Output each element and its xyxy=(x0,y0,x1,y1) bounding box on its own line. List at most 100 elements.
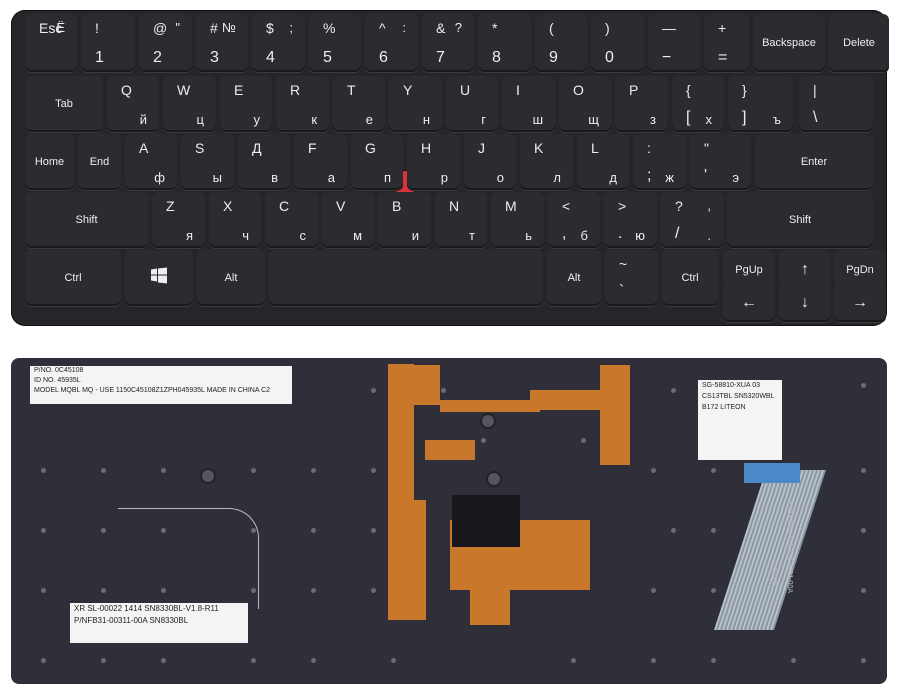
key-legend: X xyxy=(223,198,233,214)
mounting-hole xyxy=(41,528,46,533)
mounting-hole xyxy=(161,528,166,533)
key[interactable]: → xyxy=(834,284,886,322)
key[interactable]: End xyxy=(78,134,121,190)
flex-cable xyxy=(470,585,510,625)
key[interactable]: |\ xyxy=(799,76,873,132)
key[interactable]: Tab xyxy=(25,76,103,132)
key[interactable]: Home xyxy=(25,134,74,190)
key[interactable]: :;ж xyxy=(633,134,686,190)
key-legend: е xyxy=(365,112,373,127)
key[interactable]: <,б xyxy=(548,192,600,248)
key[interactable]: >.ю xyxy=(604,192,657,248)
key-legend: ? xyxy=(454,20,462,35)
key[interactable]: @"2 xyxy=(139,14,192,72)
key-legend: { xyxy=(686,82,691,98)
key[interactable]: Shift xyxy=(727,192,873,248)
key-legend: M xyxy=(505,198,517,214)
key-legend: R xyxy=(290,82,301,98)
key[interactable]: Alt xyxy=(197,250,265,306)
key[interactable]: PgDn xyxy=(834,250,886,290)
key[interactable]: Ctrl xyxy=(25,250,121,306)
key[interactable]: Shift xyxy=(25,192,148,248)
key[interactable]: ?,/. xyxy=(661,192,723,248)
key[interactable]: }]ъ xyxy=(728,76,793,132)
key-legend: Shift xyxy=(75,214,98,226)
label-line: P/NO. 0C45108 xyxy=(34,367,84,374)
key[interactable]: Delete xyxy=(829,14,889,72)
key[interactable]: Backspace xyxy=(753,14,825,72)
key[interactable]: ↓ xyxy=(779,284,831,322)
key[interactable]: !1 xyxy=(81,14,135,72)
key[interactable]: —− xyxy=(648,14,700,72)
key[interactable]: ← xyxy=(723,284,775,322)
key-legend: F xyxy=(308,140,317,156)
key[interactable]: $;4 xyxy=(252,14,305,72)
key[interactable]: (9 xyxy=(535,14,587,72)
key[interactable]: &?7 xyxy=(422,14,474,72)
label-line: P/NFB31-00311-00A SN8330BL xyxy=(74,616,189,625)
key-legend: р xyxy=(440,170,448,185)
mounting-hole xyxy=(711,468,716,473)
key[interactable]: "'э xyxy=(690,134,751,190)
key-legend: в xyxy=(271,170,278,185)
shield-plate xyxy=(452,495,520,547)
key[interactable]: Ctrl xyxy=(662,250,718,306)
key[interactable]: {[х xyxy=(672,76,724,132)
key-legend: ц xyxy=(196,112,204,127)
key[interactable]: ↑ xyxy=(779,250,831,290)
key-legend: V xyxy=(336,198,346,214)
key[interactable]: ~` xyxy=(605,250,658,306)
key[interactable] xyxy=(125,250,193,306)
key[interactable]: ^:6 xyxy=(365,14,418,72)
mounting-hole xyxy=(101,468,106,473)
key-legend: Ё xyxy=(56,20,65,35)
key-legend: Д xyxy=(252,140,262,156)
key-legend: S xyxy=(195,140,205,156)
key-legend: " xyxy=(175,20,180,35)
key-legend: Esc xyxy=(39,20,63,36)
key[interactable]: Enter xyxy=(755,134,873,190)
key[interactable]: Alt xyxy=(547,250,601,306)
key[interactable]: )0 xyxy=(591,14,644,72)
key[interactable] xyxy=(269,250,543,306)
key[interactable]: %5 xyxy=(309,14,361,72)
key-legend: # xyxy=(210,20,218,36)
key[interactable]: *8 xyxy=(478,14,531,72)
key-legend: H xyxy=(421,140,432,156)
key-legend: \ xyxy=(813,109,818,126)
key-legend: Backspace xyxy=(762,37,816,49)
label-line: B172 LITEON xyxy=(702,404,746,411)
key[interactable]: += xyxy=(704,14,749,72)
key[interactable]: PgUp xyxy=(723,250,775,290)
key-legend: Z xyxy=(166,198,175,214)
key-legend: ф xyxy=(154,170,165,185)
